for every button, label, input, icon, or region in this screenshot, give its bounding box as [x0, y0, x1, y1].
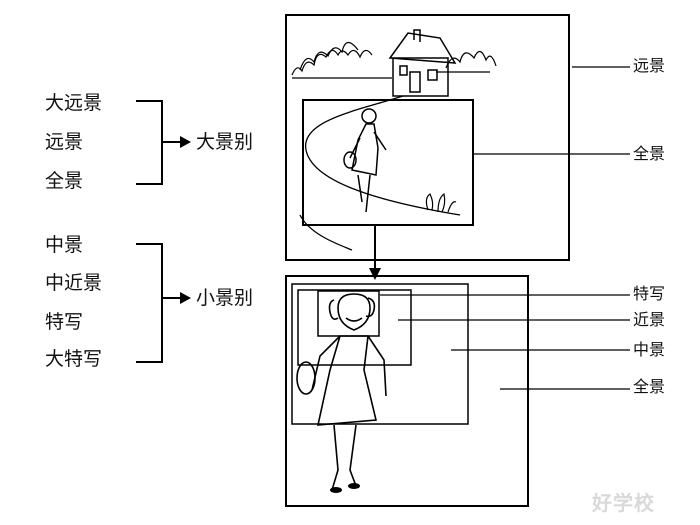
label-close: 近景 [633, 310, 666, 329]
small-item-3: 特写 [45, 311, 84, 333]
plants-drawing [425, 193, 457, 213]
small-item-1: 中景 [45, 234, 84, 256]
label-full-bottom: 全景 [633, 377, 666, 396]
top-inner-frame [302, 99, 474, 226]
woman-shoe-right [348, 483, 360, 489]
house-drawing [388, 29, 457, 97]
large-item-1: 大远景 [45, 92, 103, 114]
large-item-2: 远景 [45, 131, 84, 153]
woman-small-drawing [343, 108, 387, 213]
small-bracket [136, 243, 180, 363]
path-drawing [299, 95, 461, 251]
connector-arrow-icon [369, 268, 381, 280]
label-medium: 中景 [633, 340, 666, 359]
large-bracket [136, 100, 180, 185]
small-item-2: 中近景 [45, 272, 103, 294]
bottom-medium-frame [297, 289, 412, 366]
label-far: 远景 [633, 56, 666, 75]
bottom-full-frame [291, 283, 469, 425]
small-arrow-icon [180, 292, 191, 304]
woman-large-drawing [296, 293, 387, 491]
bottom-outer-frame [285, 275, 529, 507]
trees-drawing [291, 41, 497, 79]
small-item-4: 大特写 [45, 348, 103, 370]
small-shot-label: 小景别 [196, 287, 254, 309]
large-item-3: 全景 [45, 170, 84, 192]
label-closeup: 特写 [633, 284, 666, 303]
large-shot-label: 大景别 [196, 131, 254, 153]
woman-shoe-left [330, 487, 342, 493]
large-arrow-icon [180, 136, 191, 148]
label-full-top: 全景 [633, 144, 666, 163]
top-outer-frame [285, 14, 570, 261]
watermark-logo: 好学校 [592, 491, 655, 515]
